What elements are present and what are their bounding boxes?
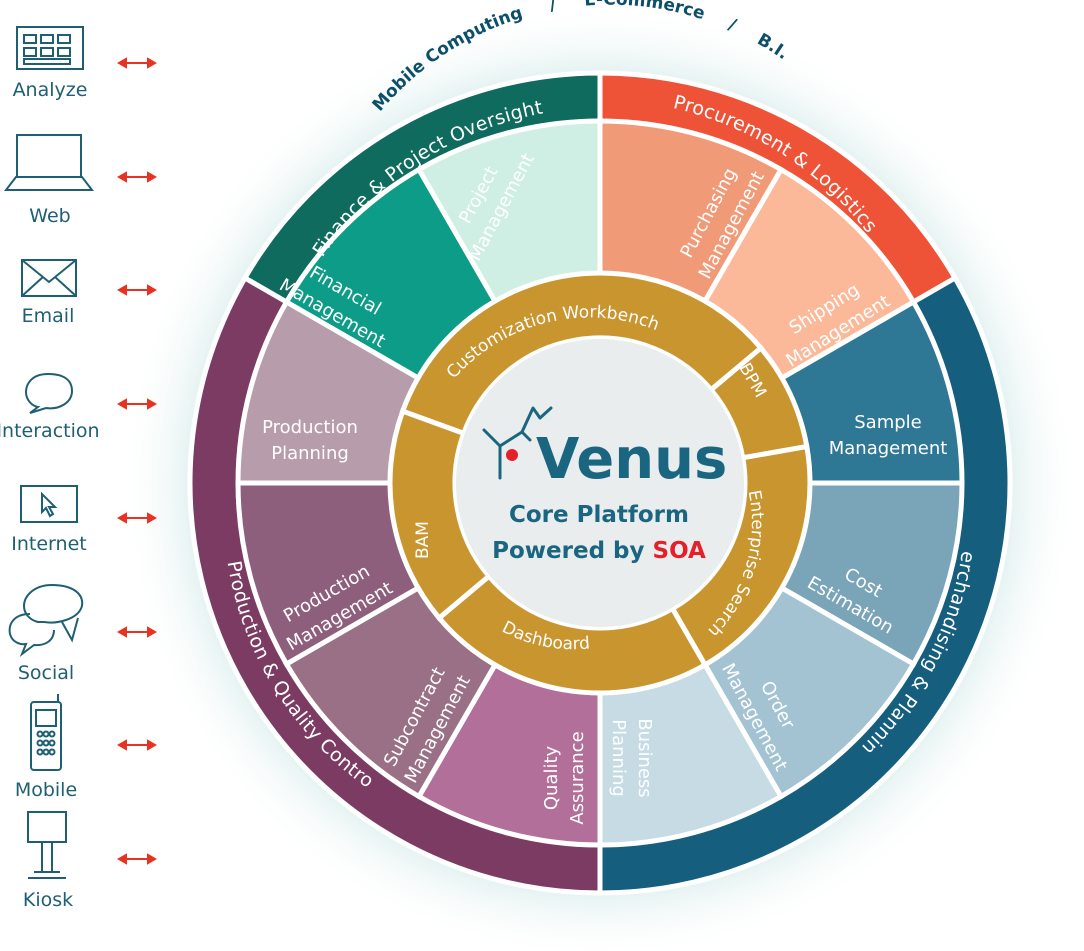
soa-highlight: SOA: [653, 538, 706, 564]
bam-label: BAM: [413, 521, 433, 559]
kiosk-icon: [27, 811, 67, 879]
mobile-phone-icon: [30, 694, 62, 771]
double-arrow-icon: [116, 171, 158, 183]
cursor-screen-icon: [20, 485, 78, 523]
channel-label-kiosk: Kiosk: [23, 889, 73, 911]
module-ring: [235, 118, 965, 848]
inner-ring: [387, 270, 813, 696]
channel-label-mobile: Mobile: [15, 779, 77, 801]
venus-logo-icon: [482, 406, 553, 480]
double-arrow-icon: [116, 626, 158, 638]
powered-by-label: Powered by SOA: [492, 538, 706, 564]
venus-logo: Venus: [536, 427, 727, 492]
double-arrow-icon: [116, 853, 158, 865]
double-arrow-icon: [116, 57, 158, 69]
core-platform-label: Core Platform: [509, 502, 689, 528]
channel-label-social: Social: [18, 662, 74, 684]
channel-label-internet: Internet: [11, 533, 86, 555]
customization-workbench-segment: [399, 270, 765, 437]
double-arrow-icon: [116, 398, 158, 410]
bam-segment: [387, 407, 493, 622]
double-arrow-icon: [116, 512, 158, 524]
channel-label-email: Email: [22, 305, 75, 327]
business-planning-label: BusinessPlanning: [608, 718, 655, 797]
channel-label-analyze: Analyze: [13, 79, 88, 101]
channel-list: Analyze Web Email Interaction Internet: [0, 26, 100, 911]
channel-label-interaction: Interaction: [0, 420, 100, 442]
double-arrow-icon: [116, 284, 158, 296]
center-disc: [456, 339, 744, 627]
channel-arrows: [116, 57, 158, 865]
envelope-icon: [21, 259, 77, 297]
analyze-icon: [16, 26, 84, 70]
chat-bubble-icon: [24, 372, 74, 414]
speech-bubbles-icon: [8, 583, 84, 657]
laptop-icon: [3, 134, 95, 191]
channel-label-web: Web: [29, 205, 70, 227]
double-arrow-icon: [116, 739, 158, 751]
